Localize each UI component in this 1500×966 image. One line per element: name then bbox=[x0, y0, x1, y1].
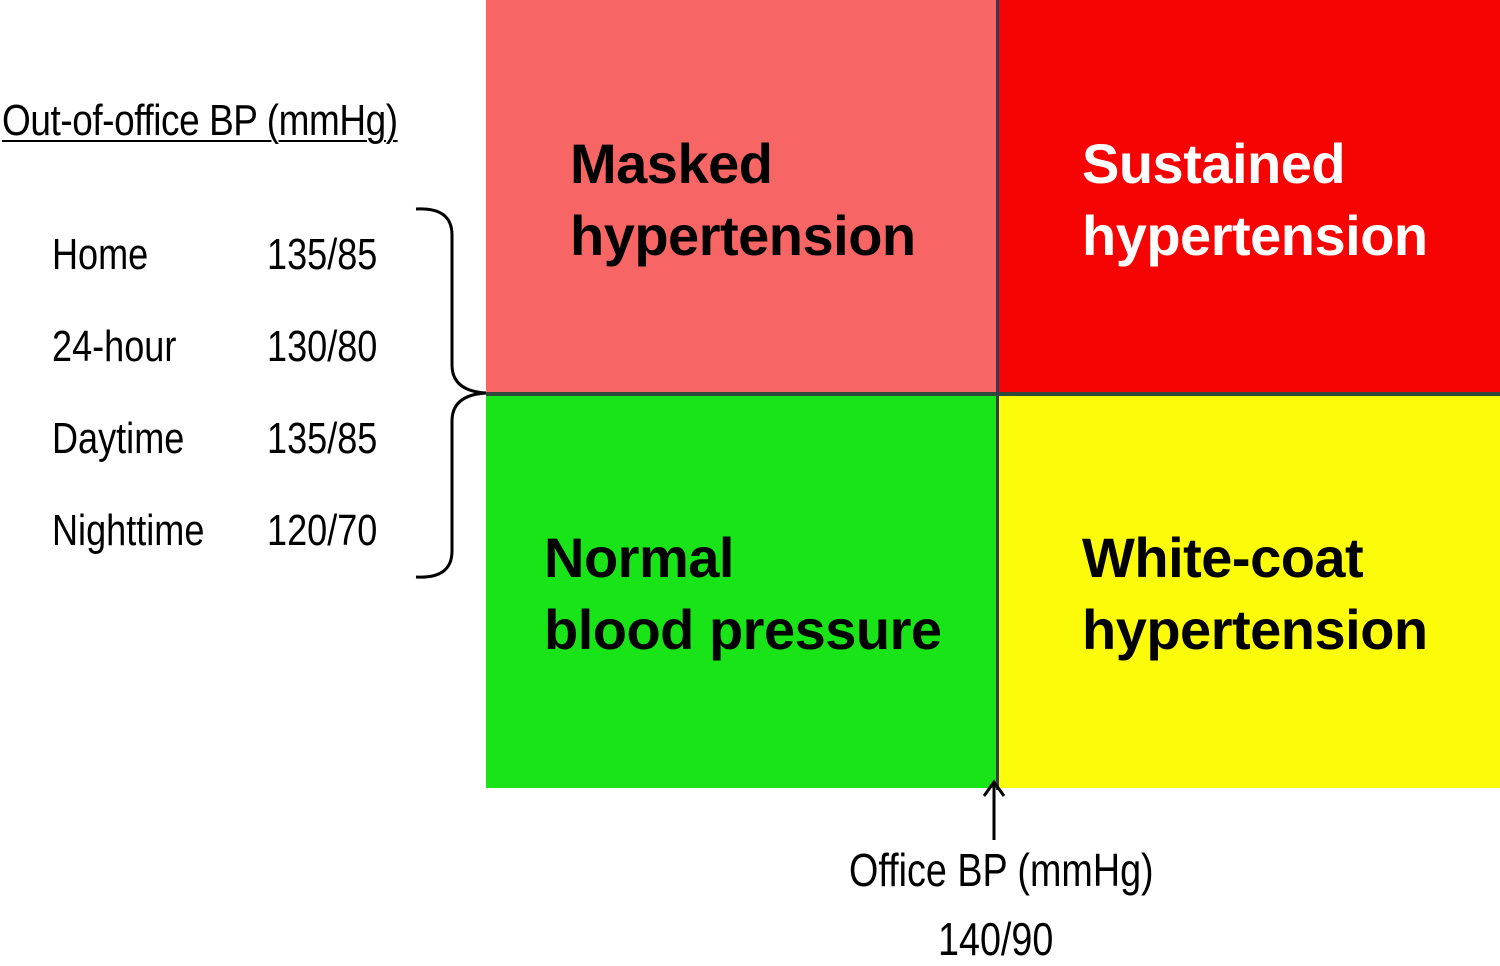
quadrant-white-coat-hypertension: White-coat hypertension bbox=[998, 394, 1500, 788]
quadrant-label: Sustained hypertension bbox=[1082, 132, 1428, 267]
threshold-row-daytime: Daytime 135/85 bbox=[52, 414, 412, 466]
vertical-threshold-line bbox=[996, 0, 999, 790]
out-of-office-title: Out-of-office BP (mmHg) bbox=[2, 96, 398, 145]
up-arrow-icon bbox=[982, 779, 1006, 840]
threshold-row-nighttime: Nighttime 120/70 bbox=[52, 506, 412, 558]
threshold-label: 24-hour bbox=[52, 322, 177, 371]
threshold-label: Home bbox=[52, 230, 149, 279]
threshold-row-home: Home 135/85 bbox=[52, 230, 412, 282]
threshold-value: 135/85 bbox=[267, 230, 378, 279]
quadrant-masked-hypertension: Masked hypertension bbox=[486, 0, 998, 394]
curly-brace bbox=[415, 207, 487, 579]
horizontal-threshold-line bbox=[486, 392, 1500, 396]
threshold-value: 130/80 bbox=[267, 322, 378, 371]
threshold-row-24-hour: 24-hour 130/80 bbox=[52, 322, 412, 374]
office-bp-value: 140/90 bbox=[938, 913, 1054, 965]
quadrant-label: White-coat hypertension bbox=[1082, 526, 1428, 661]
office-bp-label: Office BP (mmHg) bbox=[849, 844, 1154, 896]
threshold-label: Nighttime bbox=[52, 506, 205, 555]
threshold-value: 135/85 bbox=[267, 414, 378, 463]
threshold-label: Daytime bbox=[52, 414, 185, 463]
threshold-value: 120/70 bbox=[267, 506, 378, 555]
quadrant-normal-blood-pressure: Normal blood pressure bbox=[486, 394, 998, 788]
quadrant-label: Normal blood pressure bbox=[544, 526, 942, 661]
quadrant-sustained-hypertension: Sustained hypertension bbox=[998, 0, 1500, 394]
quadrant-label: Masked hypertension bbox=[570, 132, 916, 267]
